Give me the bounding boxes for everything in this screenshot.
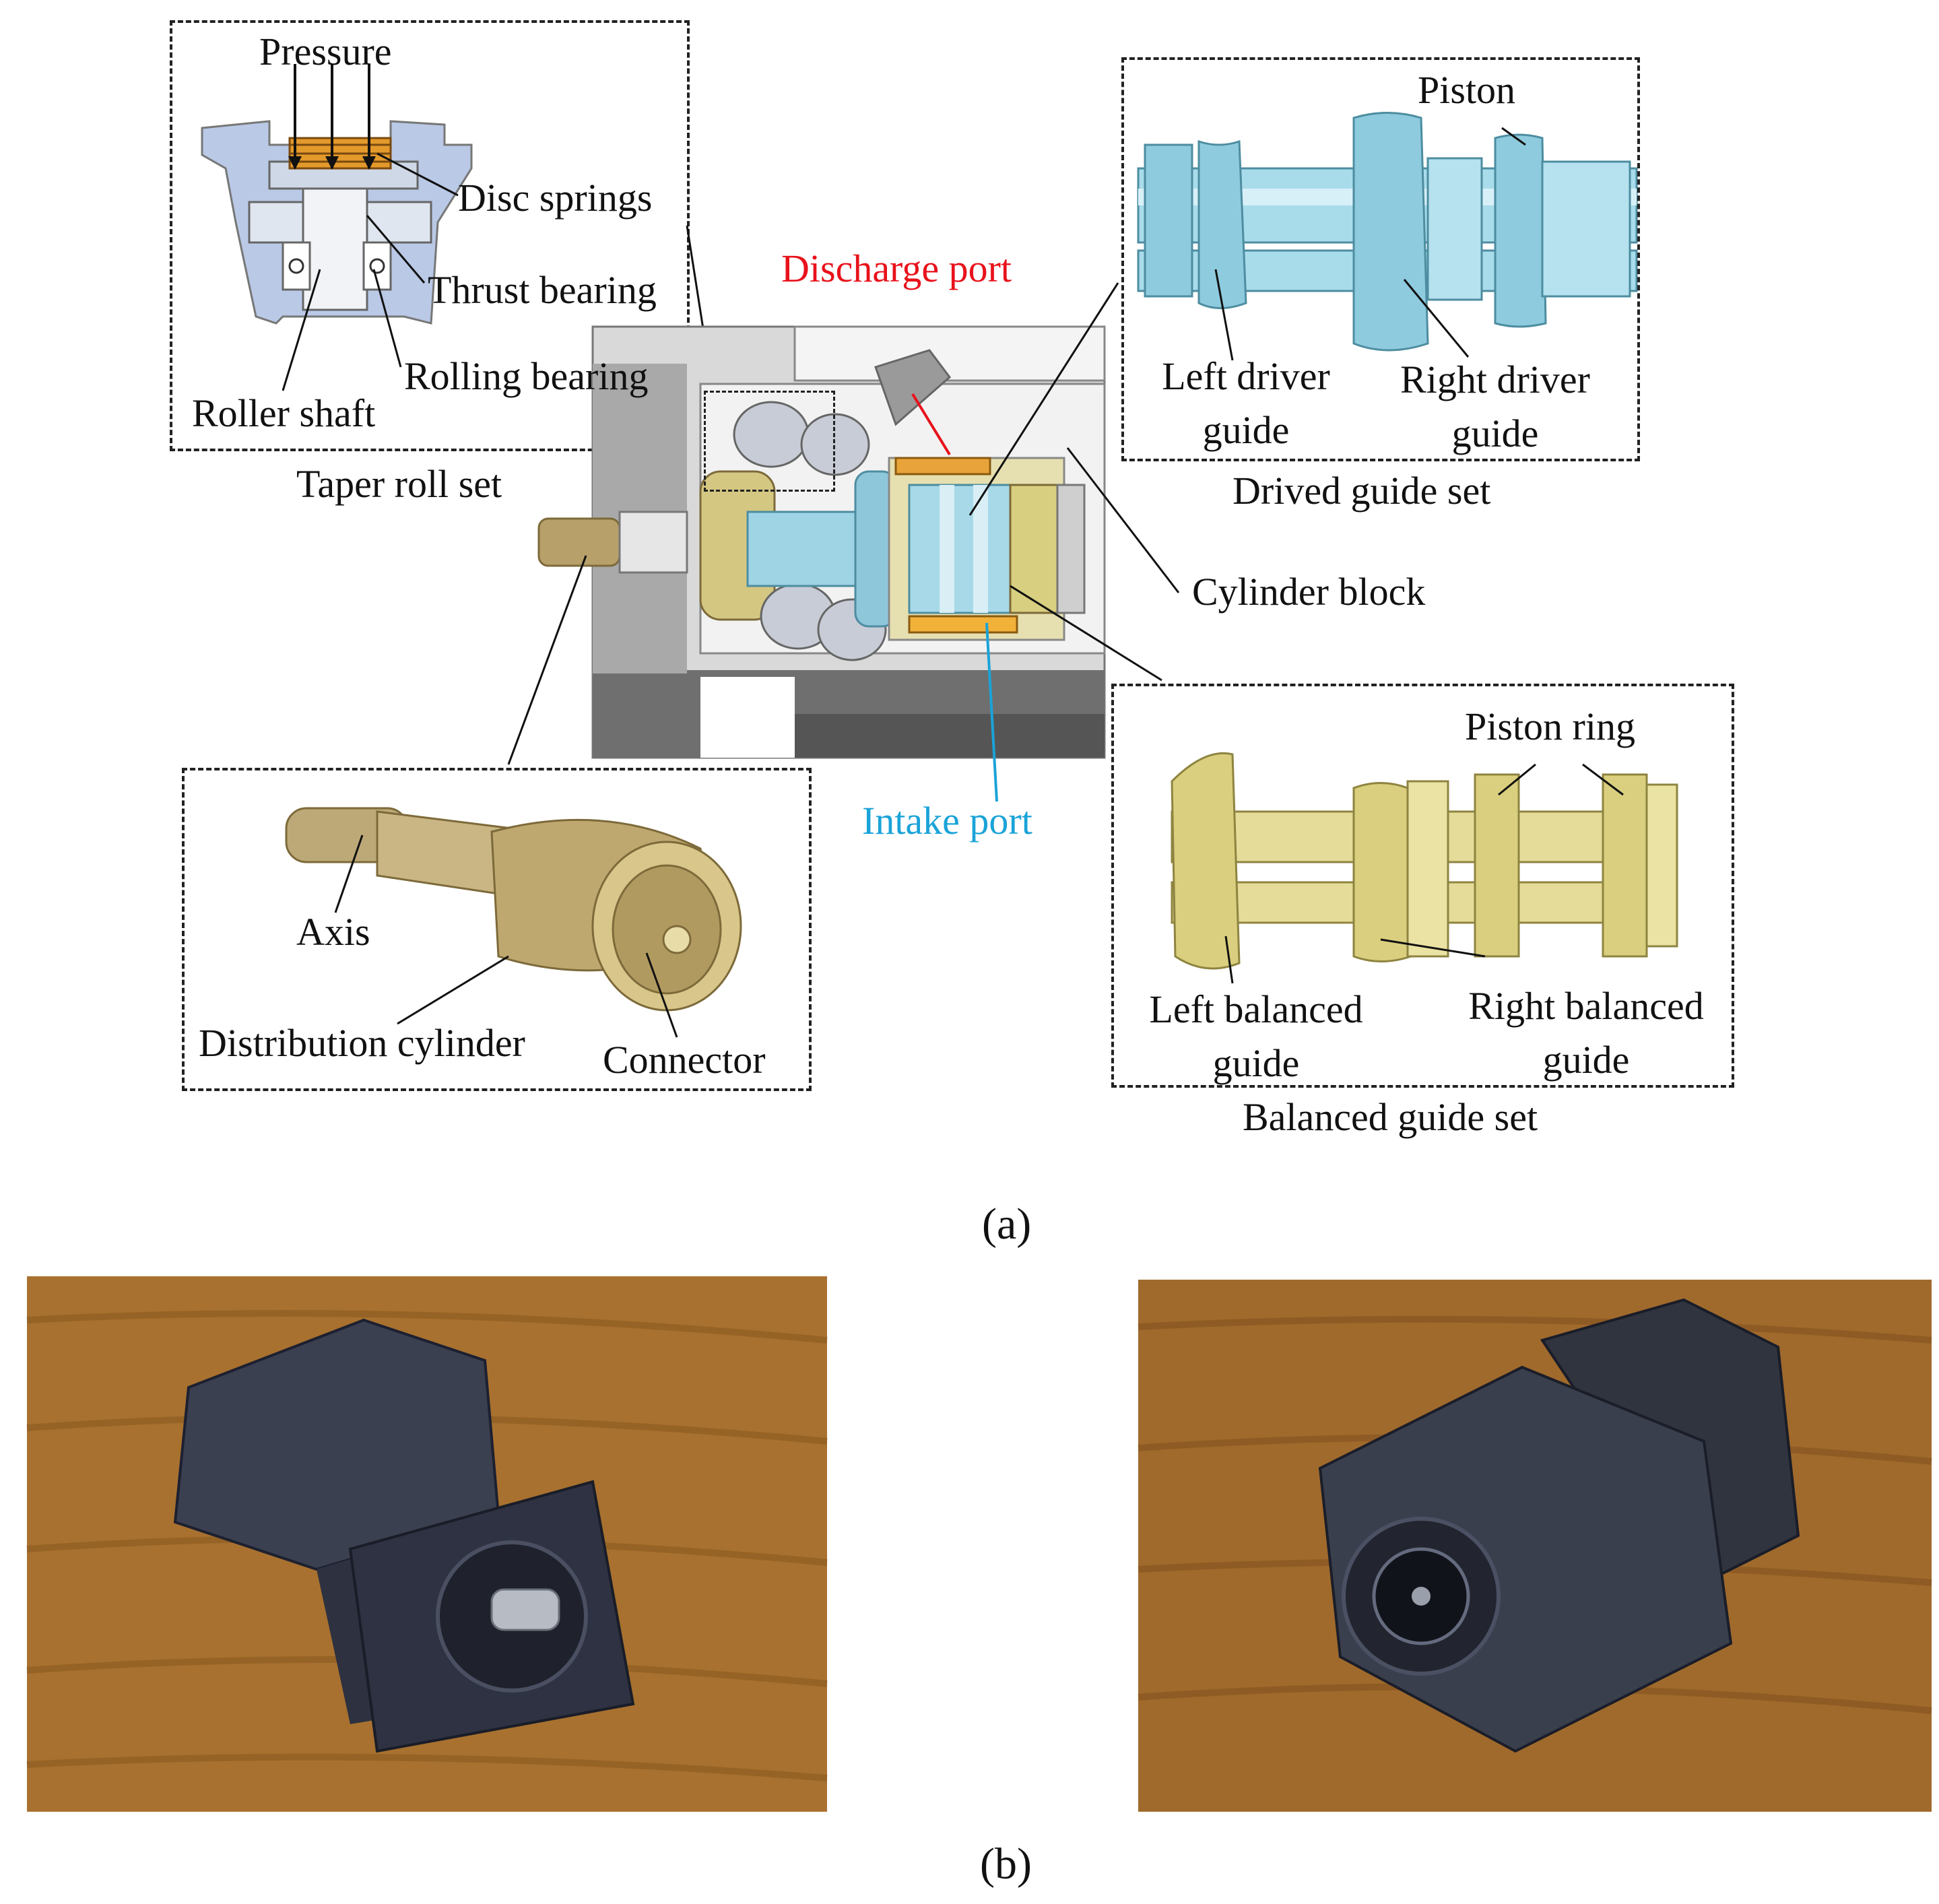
label-right-balanced-guide-1: Right balanced	[1468, 984, 1704, 1028]
label-roller-shaft: Roller shaft	[192, 391, 376, 435]
label-piston-ring: Piston ring	[1465, 704, 1635, 748]
caption-b: (b)	[980, 1839, 1032, 1889]
label-right-driver-guide-1: Right driver	[1400, 358, 1590, 401]
drived-guide-set-box	[1121, 57, 1640, 461]
label-pressure: Pressure	[259, 30, 392, 73]
label-thrust-bearing: Thrust bearing	[428, 268, 657, 312]
label-left-balanced-guide-1: Left balanced	[1149, 987, 1363, 1031]
title-taper-roll-set: Taper roll set	[296, 462, 502, 506]
pump-cross-section	[507, 282, 1180, 802]
label-cylinder-block: Cylinder block	[1192, 570, 1426, 614]
label-axis: Axis	[296, 910, 370, 954]
title-balanced-guide-set: Balanced guide set	[1243, 1095, 1538, 1139]
distribution-inner-box	[704, 391, 835, 492]
label-connector: Connector	[603, 1038, 766, 1082]
label-disc-springs: Disc springs	[458, 176, 653, 220]
label-left-driver-guide-1: Left driver	[1162, 354, 1330, 398]
distribution-set-box	[182, 768, 812, 1091]
caption-a: (a)	[982, 1200, 1032, 1249]
label-discharge-port: Discharge port	[781, 247, 1012, 290]
label-right-balanced-guide-2: guide	[1542, 1038, 1630, 1082]
distribution-drawing	[285, 807, 742, 1038]
title-drived-guide-set: Drived guide set	[1233, 469, 1491, 513]
label-intake-port: Intake port	[862, 799, 1032, 843]
label-piston: Piston	[1418, 68, 1516, 112]
balanced-guide-drawing	[1171, 752, 1678, 984]
label-right-driver-guide-2: guide	[1451, 412, 1539, 455]
label-distribution-cylinder: Distribution cylinder	[199, 1021, 525, 1065]
label-left-balanced-guide-2: guide	[1212, 1041, 1300, 1085]
label-rolling-bearing: Rolling bearing	[404, 354, 649, 398]
photo-left	[26, 1276, 828, 1812]
balanced-guide-set-box	[1111, 684, 1734, 1088]
taper-roll-drawing	[201, 64, 473, 391]
label-left-driver-guide-2: guide	[1202, 408, 1290, 452]
photo-right	[1138, 1280, 1932, 1812]
driver-guide-drawing	[1137, 112, 1638, 361]
